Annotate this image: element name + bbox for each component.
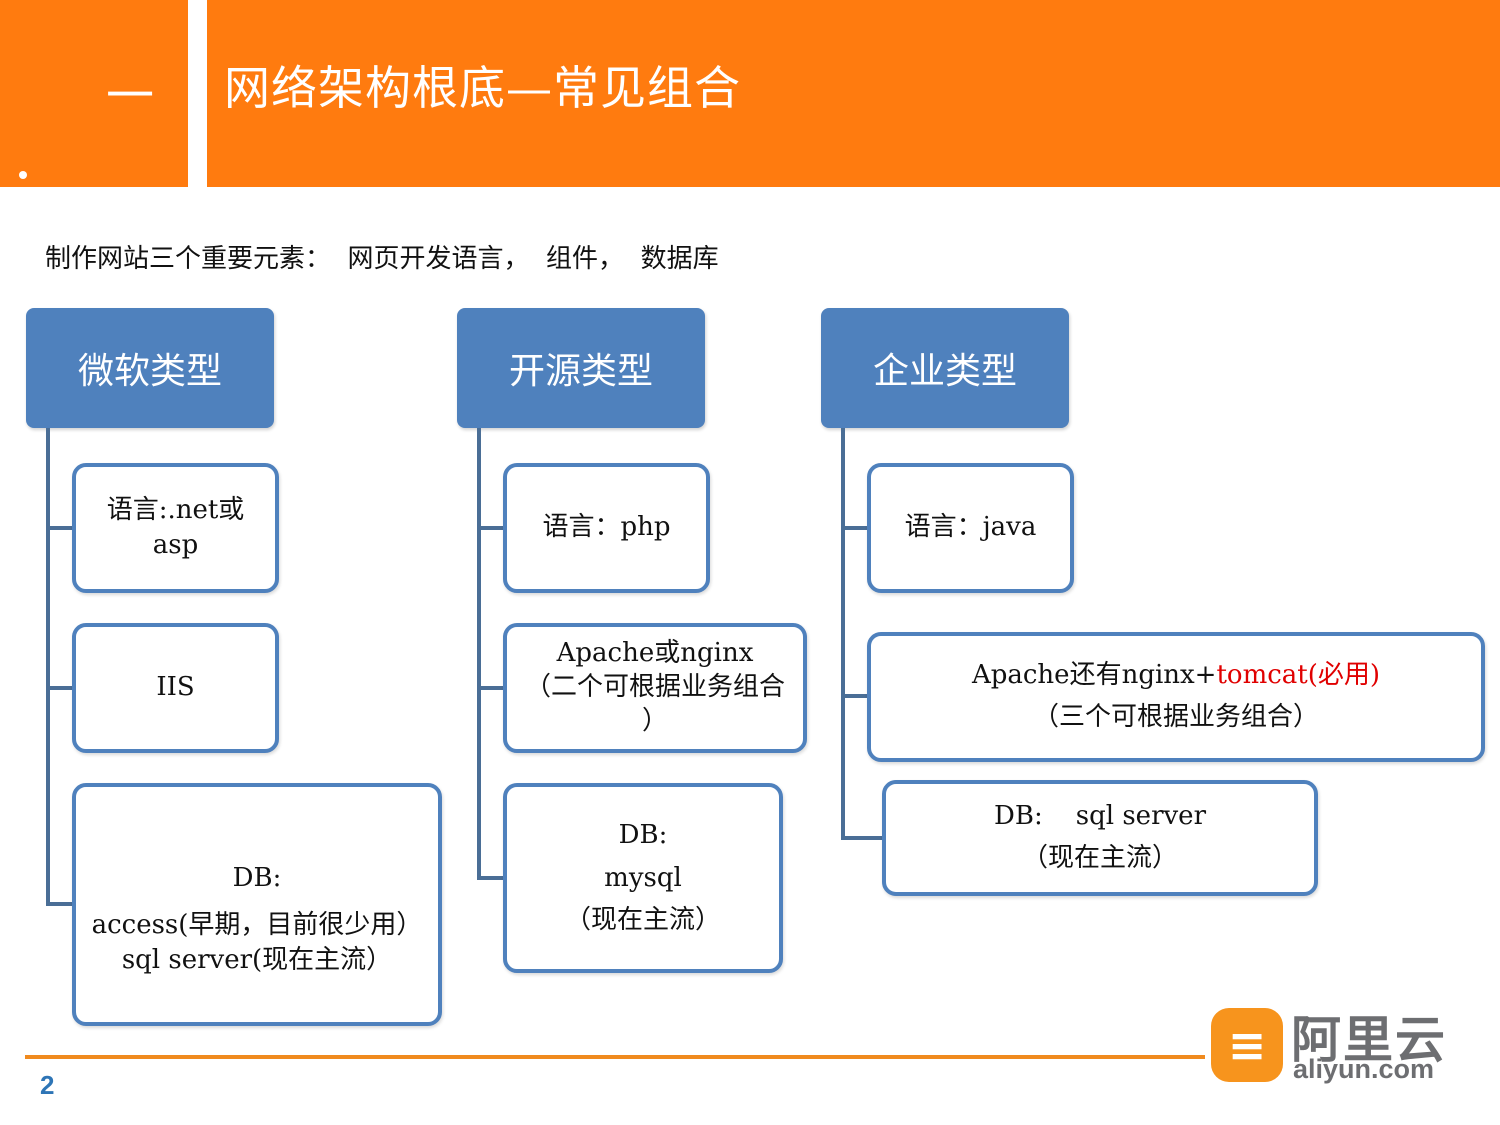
highlight-text: tomcat(必用): [1216, 660, 1381, 691]
box-text-line: 语言：java: [904, 512, 1037, 543]
box-text-line: DB:: [232, 862, 282, 893]
ms-database-box: DB: access(早期，目前很少用） sql server(现在主流）: [72, 783, 442, 1026]
tree-branch: [46, 686, 74, 690]
box-text-line: （现在主流）: [564, 905, 721, 936]
footer-divider: [25, 1055, 1475, 1059]
page-title: 网络架构根底—常见组合: [224, 61, 741, 115]
tree-branch: [477, 876, 505, 880]
header-title-bar: [207, 0, 1500, 187]
box-text-line: （三个可根据业务组合）: [1032, 702, 1319, 732]
tree-branch: [477, 526, 505, 530]
box-text-line: DB:: [618, 819, 668, 850]
intro-text: 制作网站三个重要元素： 网页开发语言， 组件， 数据库: [45, 244, 719, 274]
tree-branch: [841, 836, 883, 840]
ms-language-box: 语言:.net或 asp: [72, 463, 279, 593]
box-text-line: （二个可根据业务组合: [524, 672, 785, 703]
aliyun-logo: ≡ 阿里云 aliyun.com: [1205, 1004, 1475, 1086]
box-text-line: （现在主流）: [1021, 843, 1178, 873]
category-enterprise: 企业类型: [821, 308, 1069, 428]
ent-server-box: Apache还有nginx+tomcat(必用) （三个可根据业务组合）: [867, 632, 1485, 762]
tree-connector: [841, 428, 845, 840]
os-server-box: Apache或nginx （二个可根据业务组合 ）: [503, 623, 807, 753]
os-language-box: 语言：php: [503, 463, 710, 593]
box-text-line: 语言:.net或: [106, 494, 245, 525]
box-text-line: Apache或nginx: [556, 638, 754, 669]
ent-language-box: 语言：java: [867, 463, 1074, 593]
category-opensource: 开源类型: [457, 308, 705, 428]
server-text: Apache还有nginx+: [971, 660, 1217, 691]
box-text-line: IIS: [156, 672, 195, 703]
header-section-block: [0, 0, 188, 187]
box-text-line: asp: [152, 530, 199, 560]
tree-branch: [46, 902, 74, 906]
logo-text-cn: 阿里云: [1291, 1011, 1447, 1069]
box-text-line: access(早期，目前很少用）: [91, 909, 423, 940]
page-number: 2: [40, 1070, 55, 1100]
box-text-line: sql server(现在主流）: [121, 945, 393, 976]
box-text-line: mysql: [604, 862, 682, 893]
os-database-box: DB: mysql （现在主流）: [503, 783, 783, 973]
box-text-line: 语言：php: [542, 512, 671, 543]
section-number: 一: [106, 68, 155, 124]
bullet-dot: [19, 171, 27, 179]
tree-branch: [46, 526, 74, 530]
tree-branch: [841, 694, 869, 698]
aliyun-cloud-icon: ≡: [1211, 1008, 1283, 1082]
logo-text-en: aliyun.com: [1293, 1054, 1435, 1084]
ms-server-box: IIS: [72, 623, 279, 753]
tree-connector: [477, 428, 481, 880]
box-text-line: DB: sql server: [994, 801, 1206, 832]
box-text-line: ）: [641, 705, 668, 736]
tree-branch: [477, 686, 505, 690]
tree-branch: [841, 526, 869, 530]
tree-connector: [46, 428, 50, 906]
ent-database-box: DB: sql server （现在主流）: [882, 780, 1318, 896]
box-text-line: Apache还有nginx+tomcat(必用): [972, 655, 1380, 697]
category-microsoft: 微软类型: [26, 308, 274, 428]
